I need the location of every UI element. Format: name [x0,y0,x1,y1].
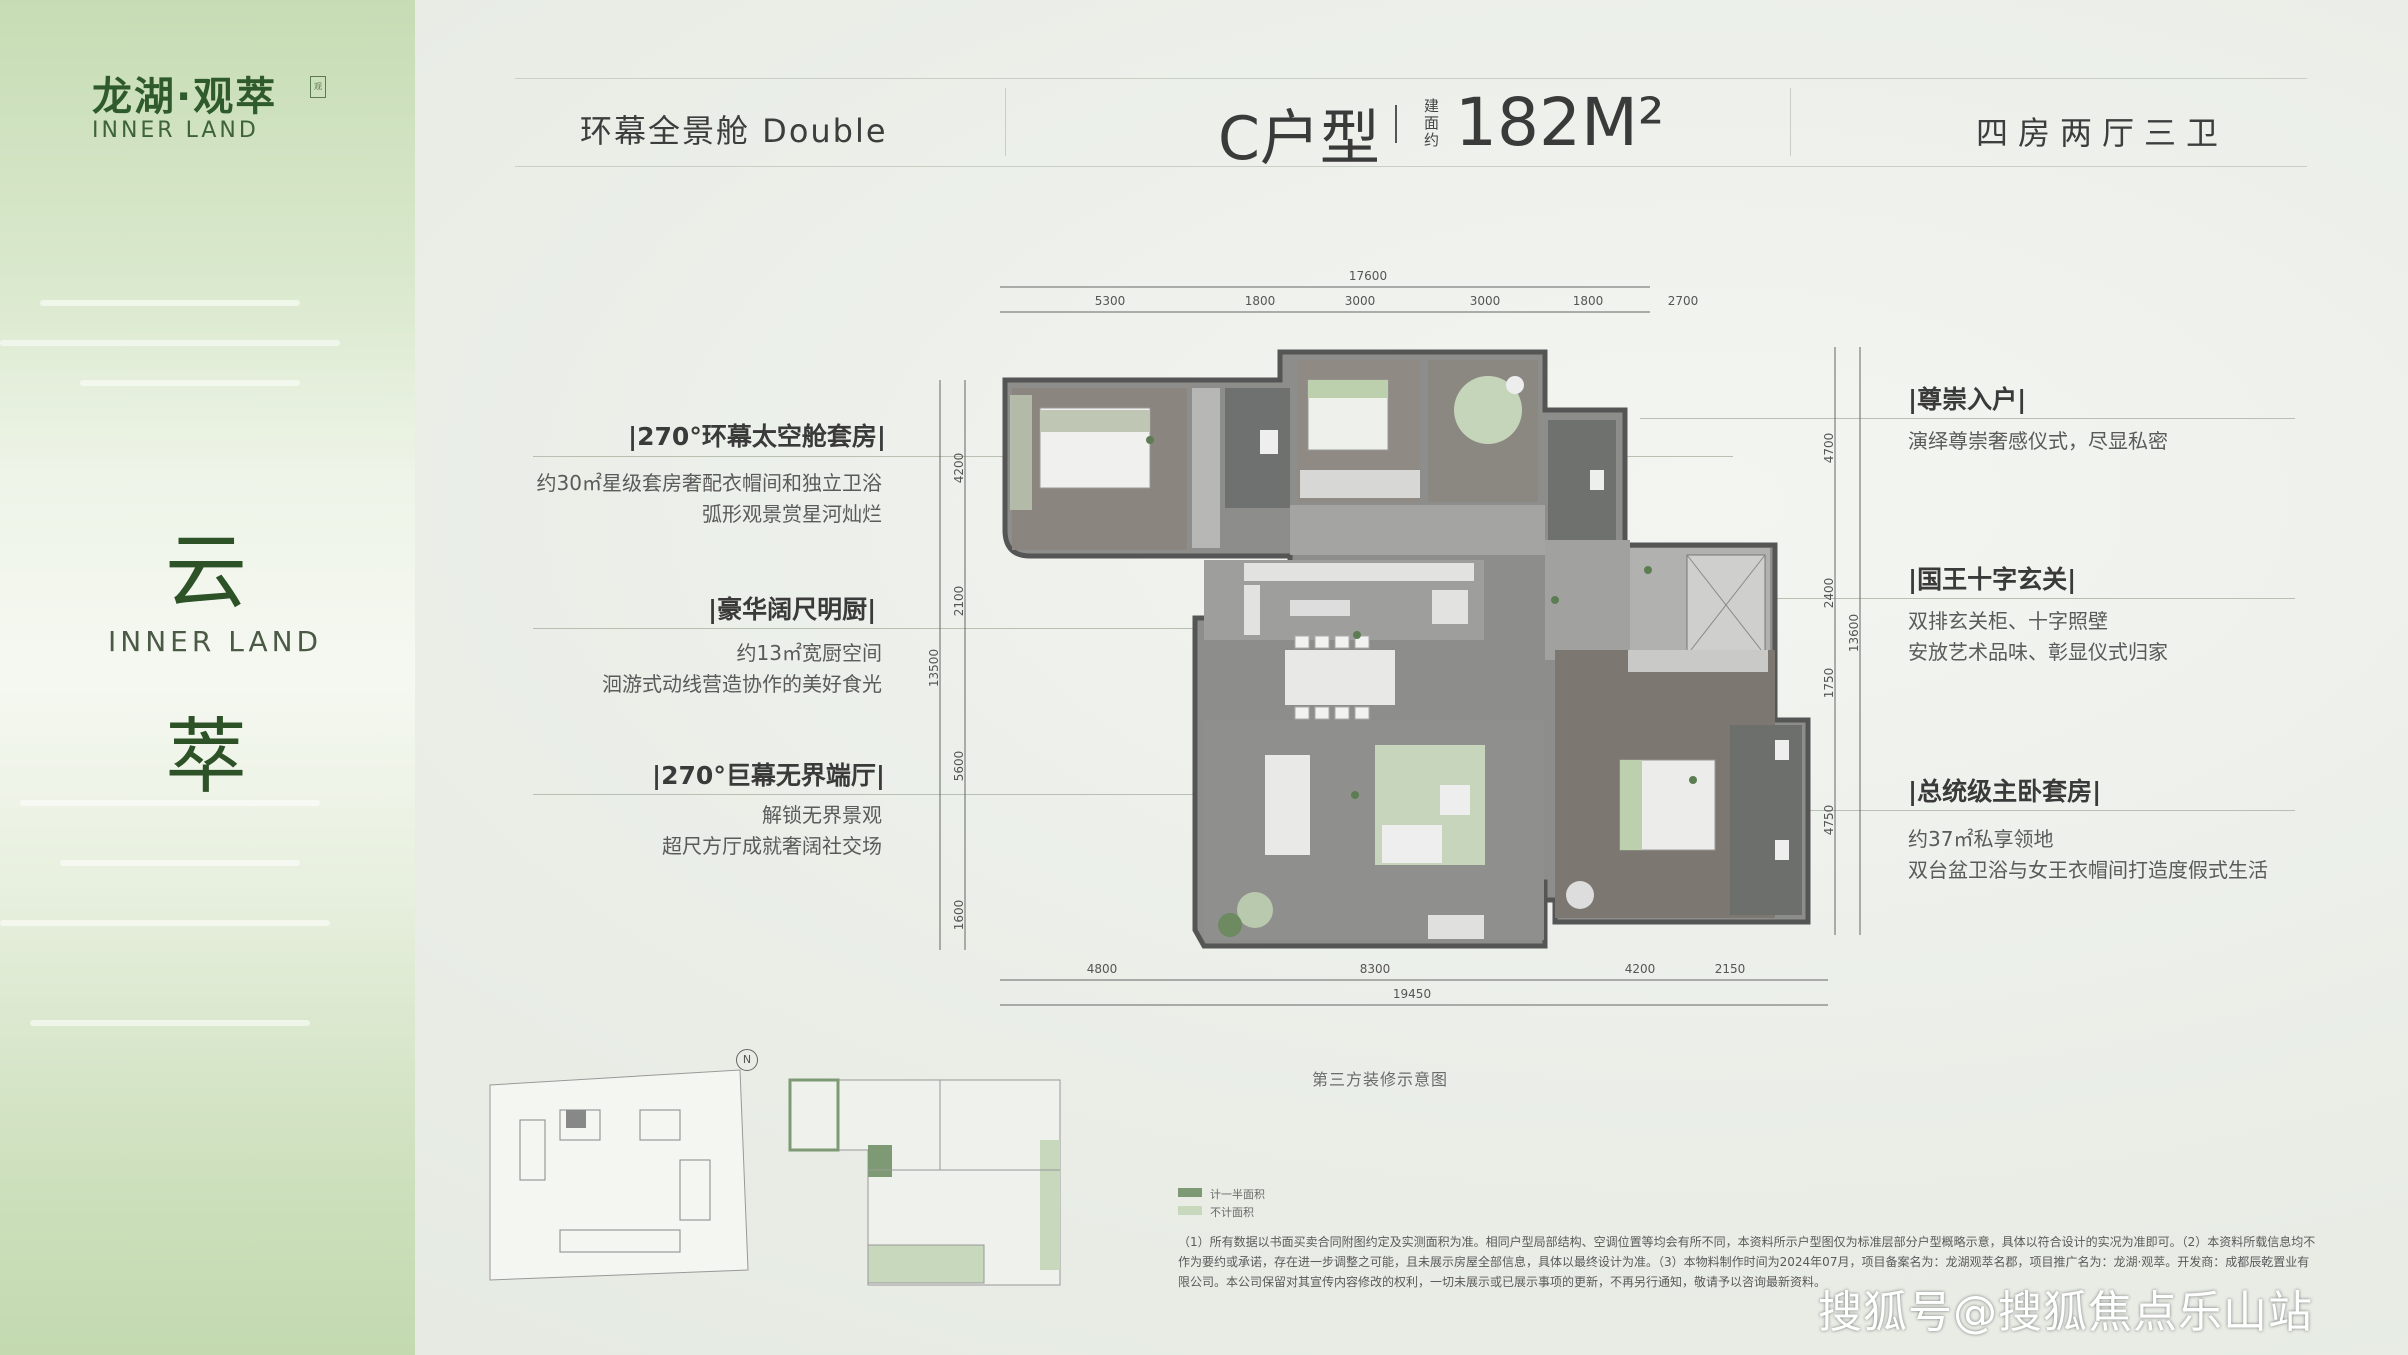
dim-left-total: 13500 [927,649,941,687]
feature-desc-line: 弧形观景赏星河灿烂 [702,502,882,526]
header-room-layout: 四房两厅三卫 [1976,114,2229,152]
dim-top-total: 17600 [1349,269,1387,283]
brand-badge: 观 [310,76,326,98]
dim-top: 1800 [1245,294,1276,308]
wardrobe [1192,388,1220,548]
legend-excluded: 不计面积 [1210,1206,1254,1219]
disclaimer-text: （1）所有数据以书面买卖合同附图约定及实测面积为准。相同户型局部结构、空调位置等… [1178,1235,2316,1289]
dim-right-total: 13600 [1847,614,1861,652]
feature-leader-line [533,794,1683,795]
dim-bottom: 4200 [1625,962,1656,976]
feature-title-foyer: |国王十字玄关| [1908,565,2077,594]
dim-left: 5600 [952,751,966,782]
feature-desc-line: 约30㎡星级套房奢配衣帽间和独立卫浴 [536,471,882,495]
feature-desc-foyer: 双排玄关柜、十字照壁 安放艺术品味、彰显仪式归家 [1908,606,2168,668]
feature-title-kitchen: |豪华阔尺明厨| [708,595,877,624]
dim-top: 1800 [1573,294,1604,308]
header-top-rule [515,78,2307,79]
feature-desc-suite: 约30㎡星级套房奢配衣帽间和独立卫浴 弧形观景赏星河灿烂 [500,468,882,530]
feature-desc-line: 洄游式动线营造协作的美好食光 [602,672,882,696]
feature-title-entry: |尊崇入户| [1908,385,2027,414]
dim-bottom: 8300 [1360,962,1391,976]
dim-bottom: 2150 [1715,962,1746,976]
dim-right: 4750 [1822,805,1836,836]
dimension-lines [939,286,1861,1006]
feature-title-suite: |270°环幕太空舱套房| [628,422,886,451]
feature-desc-kitchen: 约13㎡宽厨空间 洄游式动线营造协作的美好食光 [500,638,882,700]
feature-title-master: |总统级主卧套房| [1908,777,2102,806]
header-area-value: 182M² [1455,84,1665,161]
feature-desc-line: 安放艺术品味、彰显仪式归家 [1908,640,2168,664]
dim-bottom: 4800 [1087,962,1118,976]
dim-right: 1750 [1822,668,1836,699]
header-unit-type: C户型 [1218,104,1380,174]
feature-leader-line [1650,598,2295,599]
dim-top: 5300 [1095,294,1126,308]
master-bath [1730,725,1802,915]
plan-caption: 第三方装修示意图 [1312,1070,1449,1089]
header-area-label: 建面约 [1424,97,1440,149]
header-bottom-rule [515,166,2307,167]
feature-desc-line: 演绎尊崇奢感仪式，尽显私密 [1908,429,2168,453]
dim-top: 3000 [1345,294,1376,308]
feature-desc-line: 双台盆卫浴与女王衣帽间打造度假式生活 [1908,858,2268,882]
legend-half-area-swatch [1178,1188,1202,1197]
dim-top: 3000 [1470,294,1501,308]
round-rug [1454,376,1522,444]
side-char-top: 云 [165,525,248,620]
feature-desc-line: 双排玄关柜、十字照壁 [1908,609,2108,633]
header-product-name: 环幕全景舱 Double [580,112,888,150]
side-subtitle: INNER LAND [108,625,323,658]
feature-desc-living: 解锁无界景观 超尺方厅成就奢阔社交场 [500,800,882,862]
dim-bottom-total: 19450 [1393,987,1431,1001]
header-divider [1395,105,1397,143]
site-plan [489,1069,749,1281]
feature-leader-line [1640,418,2295,419]
feature-desc-line: 约13㎡宽厨空间 [736,641,882,665]
north-arrow-icon: N [736,1049,758,1071]
dim-right: 2400 [1822,578,1836,609]
dim-right: 4700 [1822,433,1836,464]
brand-logo-en: INNER LAND [92,118,259,143]
left-brand-panel [0,0,415,1355]
feature-desc-master: 约37㎡私享领地 双台盆卫浴与女王衣帽间打造度假式生活 [1908,824,2268,886]
feature-desc-entry: 演绎尊崇奢感仪式，尽显私密 [1908,426,2168,457]
dim-left: 1600 [952,900,966,931]
header-separator [1790,88,1791,156]
dim-left: 4200 [952,453,966,484]
legend-half-area: 计一半面积 [1210,1188,1265,1201]
feature-desc-line: 解锁无界景观 [762,803,882,827]
feature-leader-line [533,628,1583,629]
feature-title-living: |270°巨幕无界端厅| [652,761,885,790]
feature-desc-line: 超尺方厅成就奢阔社交场 [662,834,882,858]
header-separator [1005,88,1006,156]
dining-table [1285,650,1395,705]
dim-left: 2100 [952,586,966,617]
brand-logo-cn: 龙湖·观萃 [92,74,278,120]
side-char-bottom: 萃 [165,710,248,805]
feature-leader-line [1620,810,2295,811]
legend-excluded-swatch [1178,1206,1202,1215]
feature-desc-line: 约37㎡私享领地 [1908,827,2054,851]
dim-top: 2700 [1668,294,1699,308]
watermark: 搜狐号@搜狐焦点乐山站 [1818,1287,2313,1338]
